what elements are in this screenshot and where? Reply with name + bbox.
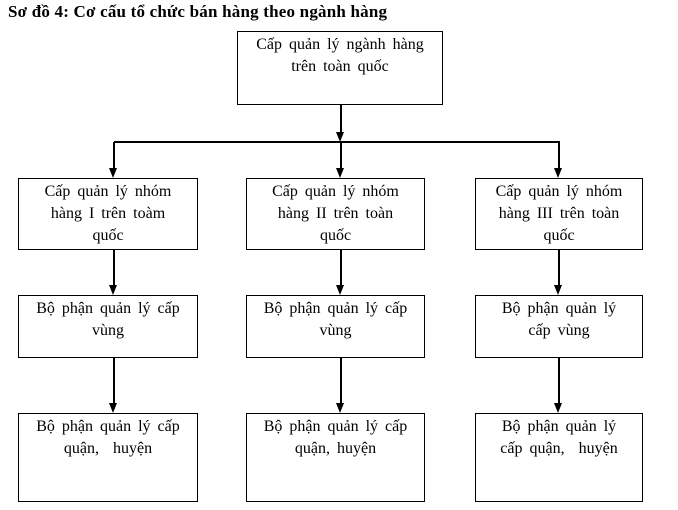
node-group-1: Cấp quản lý nhóm hàng I trên toàm quốc — [18, 178, 198, 250]
arrowhead-down-icon — [109, 285, 117, 295]
arrowhead-down-icon — [336, 403, 344, 413]
arrowhead-down-icon — [554, 168, 562, 178]
node-region-3: Bộ phận quản lý cấp vùng — [475, 295, 643, 358]
diagram-title: Sơ đồ 4: Cơ cấu tổ chức bán hàng theo ng… — [8, 2, 388, 21]
node-district-2: Bộ phận quản lý cấp quận, huyện — [246, 413, 425, 502]
connector-group-region-2 — [340, 250, 342, 286]
arrowhead-down-icon — [554, 403, 562, 413]
connector-region-district-1 — [113, 358, 115, 404]
arrowhead-down-icon — [336, 285, 344, 295]
arrowhead-down-icon — [109, 403, 117, 413]
arrowhead-down-icon — [336, 132, 344, 142]
node-group-2: Cấp quản lý nhóm hàng II trên toàn quốc — [246, 178, 425, 250]
arrowhead-down-icon — [109, 168, 117, 178]
node-root: Cấp quản lý ngành hàng trên toàn quốc — [237, 31, 443, 105]
node-region-1: Bộ phận quản lý cấp vùng — [18, 295, 198, 358]
connector-region-district-2 — [340, 358, 342, 404]
connector-rail-group-1 — [113, 142, 115, 169]
node-district-3: Bộ phận quản lý cấp quận, huyện — [475, 413, 643, 502]
arrowhead-down-icon — [336, 168, 344, 178]
arrowhead-down-icon — [554, 285, 562, 295]
connector-rail-group-2 — [340, 142, 342, 169]
connector-root-junction — [340, 105, 342, 133]
node-district-1: Bộ phận quản lý cấp quận, huyện — [18, 413, 198, 502]
connector-group-region-3 — [558, 250, 560, 286]
node-group-3: Cấp quản lý nhóm hàng III trên toàn quốc — [475, 178, 643, 250]
connector-rail-group-3 — [558, 142, 560, 169]
node-region-2: Bộ phận quản lý cấp vùng — [246, 295, 425, 358]
connector-region-district-3 — [558, 358, 560, 404]
connector-horizontal-rail — [114, 141, 560, 143]
connector-group-region-1 — [113, 250, 115, 286]
